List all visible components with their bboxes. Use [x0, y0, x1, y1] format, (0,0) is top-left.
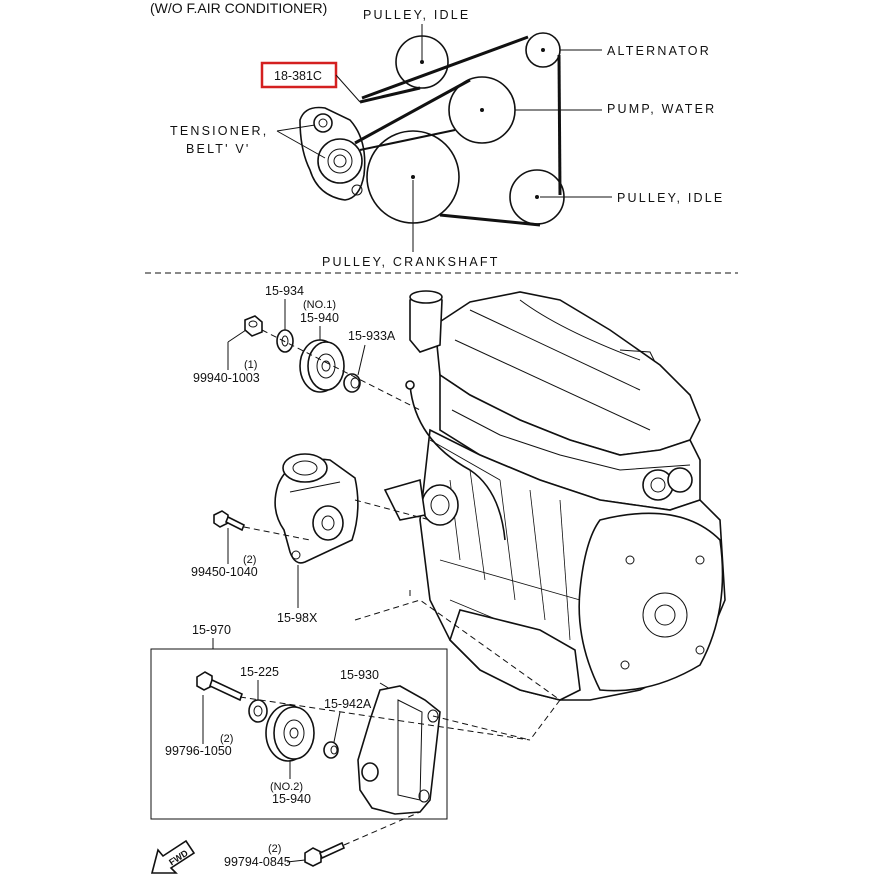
- label-tensioner-line2: BELT' V': [186, 142, 251, 156]
- fwd-arrow-icon: FWD: [150, 839, 196, 874]
- label-alternator: ALTERNATOR: [607, 44, 711, 58]
- part-15-970[interactable]: 15-970: [192, 623, 231, 637]
- tensioner-assembly: [299, 106, 366, 201]
- spacer-15-942a: [323, 741, 339, 759]
- part-15-942a[interactable]: 15-942A: [324, 697, 372, 711]
- part-15-940-b[interactable]: 15-940: [272, 792, 311, 806]
- label-pulley-crankshaft: PULLEY, CRANKSHAFT: [322, 255, 500, 269]
- part-99794-0845[interactable]: 99794-0845: [224, 855, 291, 869]
- part-15-934[interactable]: 15-934: [265, 284, 304, 298]
- label-no1: (NO.1): [303, 299, 336, 311]
- label-pump-water: PUMP, WATER: [607, 102, 716, 116]
- alternator-pulley: [525, 32, 561, 68]
- idle-pulley-no1: [299, 339, 345, 393]
- label-no2: (NO.2): [270, 781, 303, 793]
- part-15-225[interactable]: 15-225: [240, 665, 279, 679]
- part-99796-1050[interactable]: 99796-1050: [165, 744, 232, 758]
- part-99450-1040[interactable]: 99450-1040: [191, 565, 258, 579]
- v-belt-path: [354, 35, 562, 227]
- qty-1: (1): [244, 359, 257, 371]
- part-15-930[interactable]: 15-930: [340, 668, 379, 682]
- washer-15-934: [276, 329, 294, 353]
- washer-15-225: [248, 699, 268, 723]
- qty-2-b: (2): [220, 733, 233, 745]
- assembly-box-15-970: [150, 648, 448, 820]
- bolt-99796-1050: [196, 671, 243, 702]
- label-pulley-idle-top: PULLEY, IDLE: [363, 8, 470, 22]
- label-pulley-idle-right: PULLEY, IDLE: [617, 191, 724, 205]
- spacer-15-933a: [343, 373, 361, 393]
- part-15-98x[interactable]: 15-98X: [277, 611, 318, 625]
- part-15-933a[interactable]: 15-933A: [348, 329, 396, 343]
- tensioner-15-98x: [274, 453, 359, 564]
- qty-2-a: (2): [243, 554, 256, 566]
- qty-2-c: (2): [268, 843, 281, 855]
- idle-pulley-no2: [265, 704, 315, 762]
- part-99940-1003[interactable]: 99940-1003: [193, 371, 260, 385]
- label-tensioner-line1: TENSIONER,: [170, 124, 268, 138]
- part-15-940-a[interactable]: 15-940: [300, 311, 339, 325]
- condition-title: (W/O F.AIR CONDITIONER): [150, 0, 327, 16]
- engine-block: [383, 290, 726, 701]
- bolt-99450-1040: [213, 510, 246, 532]
- bolt-99794-0845: [304, 841, 346, 867]
- nut-99940-1003: [244, 315, 263, 337]
- belt-part-number[interactable]: 18-381C: [274, 69, 322, 83]
